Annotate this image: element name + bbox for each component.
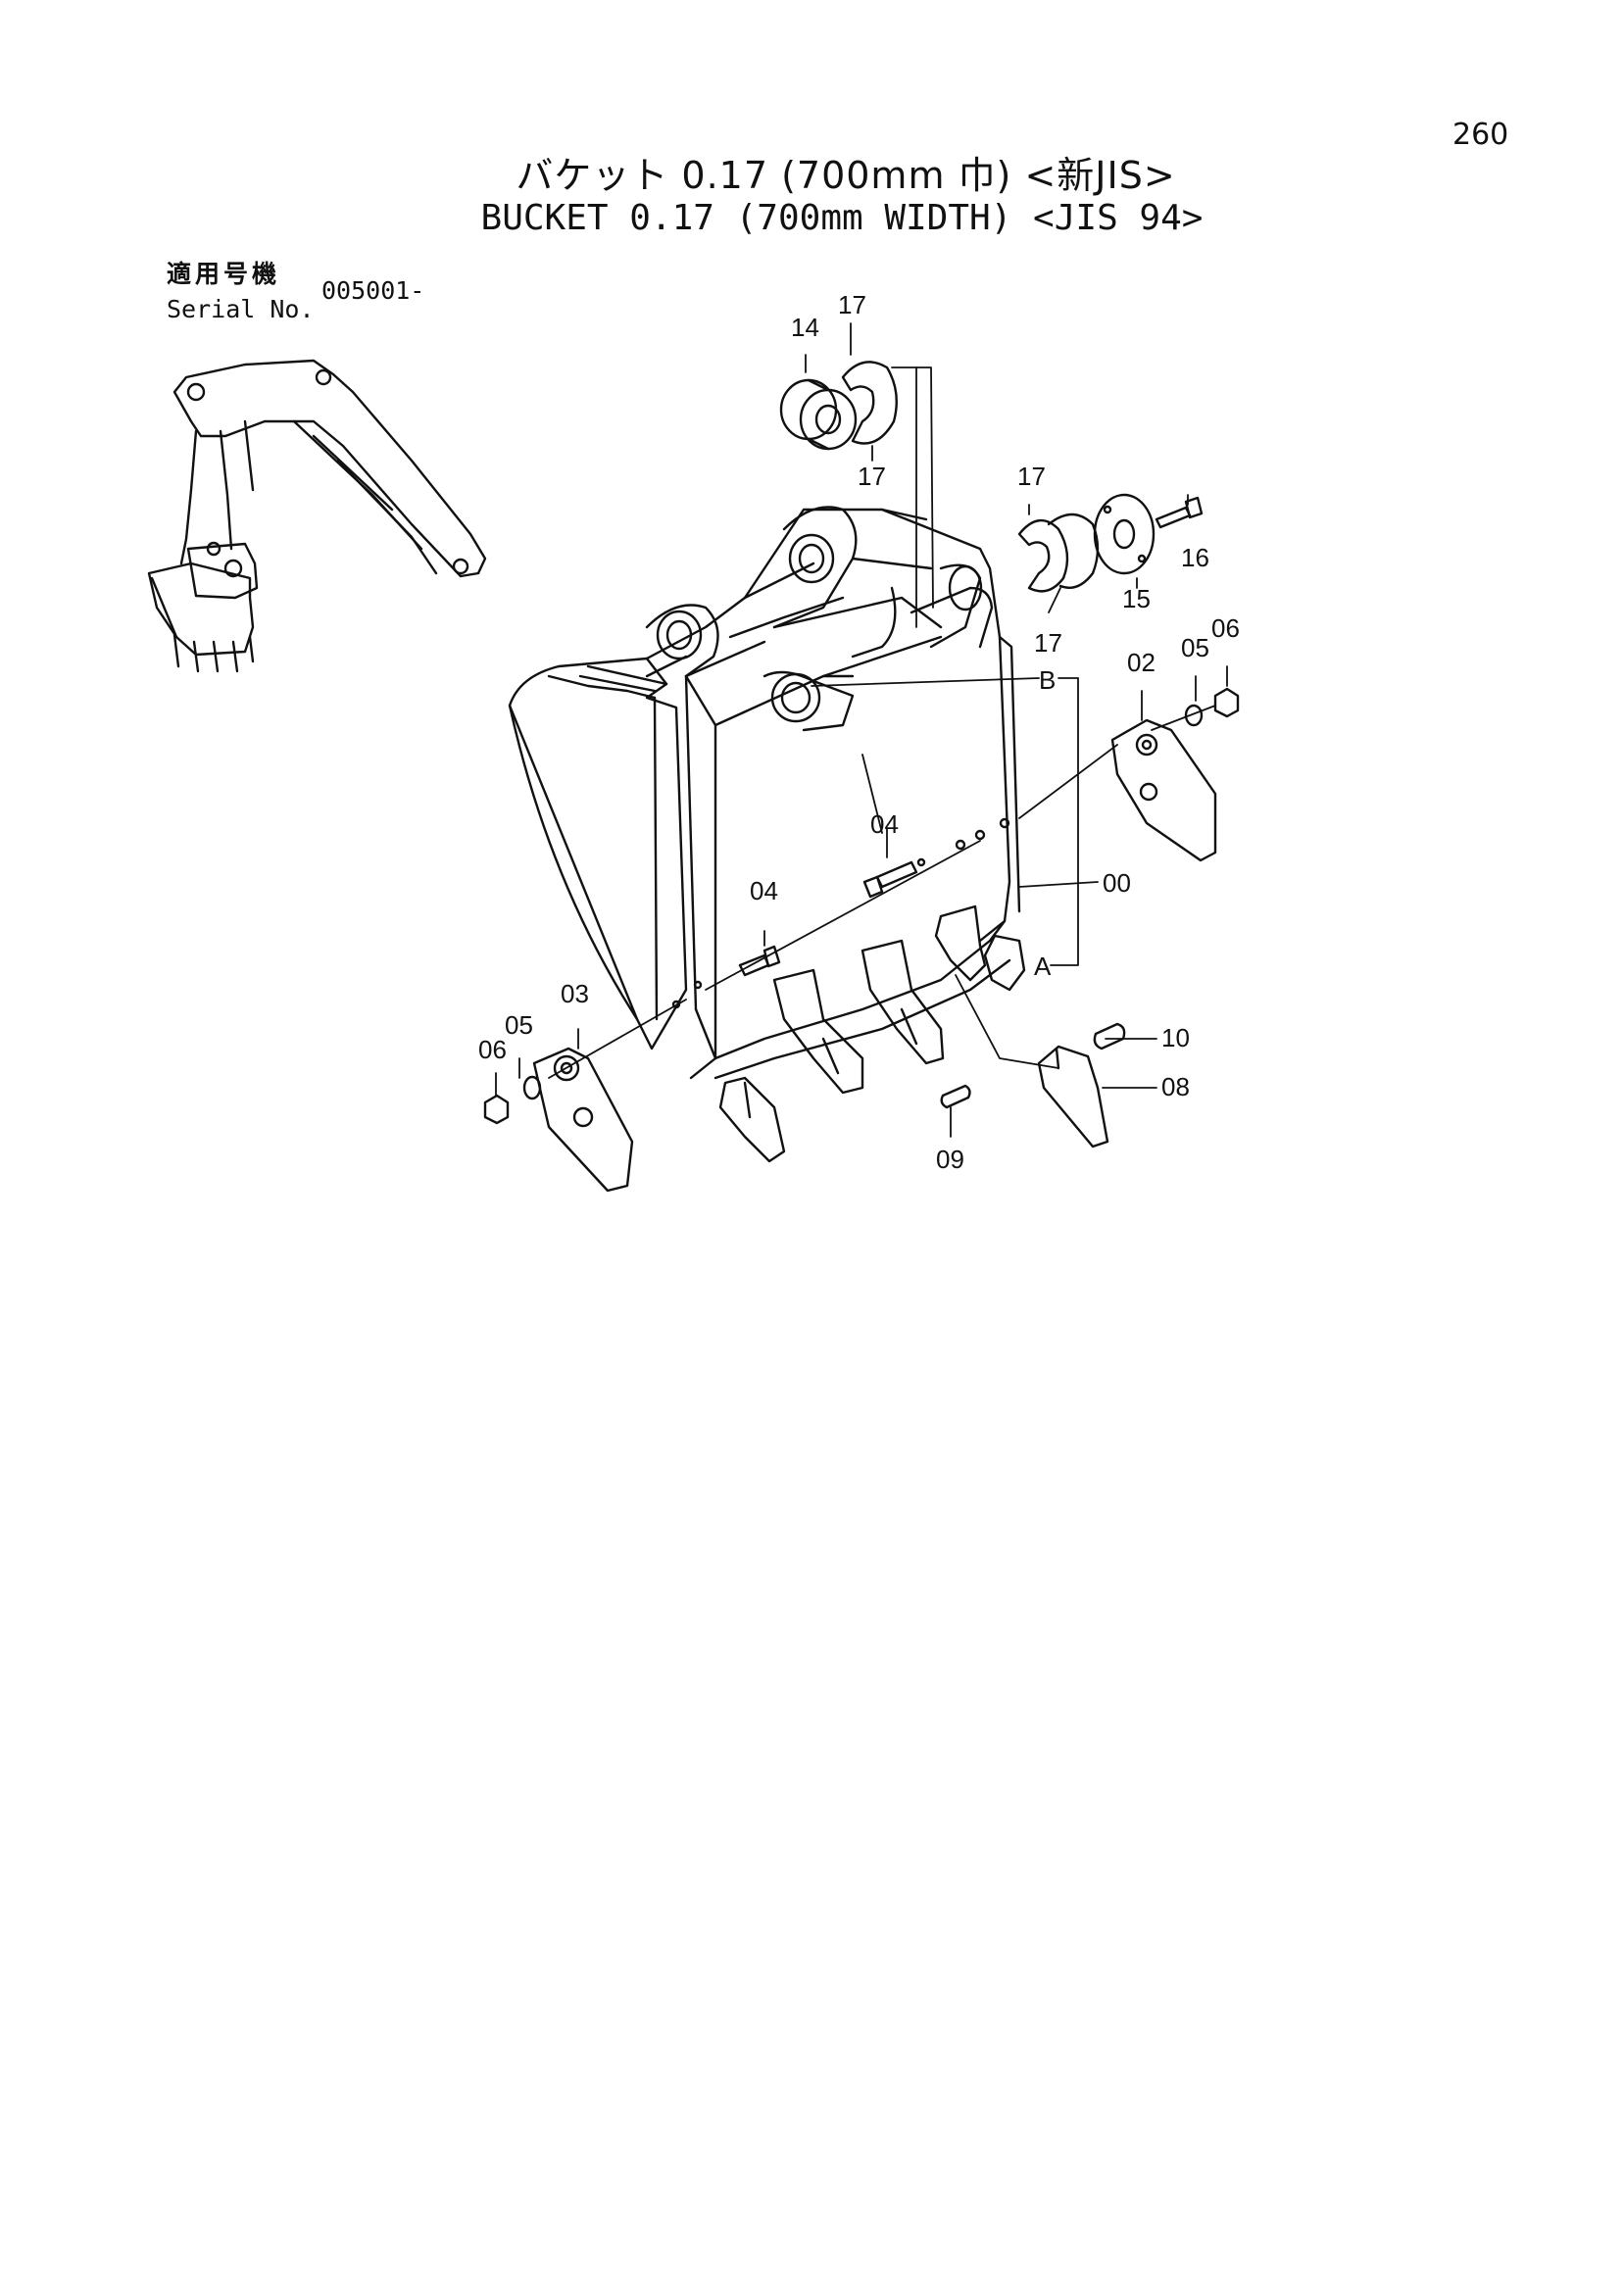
- leader-lines: [495, 322, 1228, 1138]
- callout-17-mid-upper: 17: [1017, 462, 1046, 491]
- bolt-16: [1155, 496, 1204, 529]
- callout-14: 14: [791, 313, 819, 342]
- bolt-04-left: [738, 945, 781, 977]
- excavator-arm-thumbnail: [147, 359, 487, 673]
- page-number: 260: [1452, 118, 1509, 152]
- bushing-14: [779, 378, 858, 451]
- side-cutter-03: [532, 1047, 634, 1193]
- pin-09: [940, 1084, 971, 1109]
- callout-15: 15: [1122, 584, 1151, 613]
- serial-block: 適用号機 Serial No.: [167, 257, 315, 327]
- callout-labels: 14 17 17 17 17 16 15 02 05 06 B 04 04 00…: [478, 290, 1240, 1174]
- callout-04-center: 04: [870, 809, 899, 839]
- nut-06-left: [483, 1094, 510, 1125]
- bucket-teeth: [718, 904, 1026, 1163]
- callout-17-top-lower: 17: [858, 462, 886, 491]
- washer-05-left: [522, 1075, 542, 1100]
- callout-06-left: 06: [478, 1035, 507, 1064]
- nut-06-right: [1213, 687, 1240, 718]
- serial-number-value: 005001-: [321, 276, 425, 305]
- callout-17-top: 17: [838, 290, 866, 319]
- plate-15: [1093, 493, 1156, 575]
- tooth-08: [1037, 1045, 1109, 1148]
- callout-B: B: [1039, 665, 1056, 695]
- callout-A: A: [1034, 952, 1052, 981]
- bucket-body: [508, 506, 1021, 1080]
- callout-04-left: 04: [750, 876, 778, 905]
- serial-label-japanese: 適用号機: [167, 260, 281, 288]
- callout-05-right: 05: [1181, 633, 1209, 662]
- callout-16: 16: [1181, 543, 1209, 572]
- callout-05-left: 05: [505, 1010, 533, 1040]
- pin-10: [1093, 1022, 1126, 1050]
- callout-09: 09: [936, 1145, 964, 1174]
- shim-17-top: [841, 361, 898, 445]
- callout-06-right: 06: [1211, 613, 1240, 643]
- callout-02: 02: [1127, 648, 1156, 677]
- washer-05-right: [1184, 704, 1204, 727]
- callout-10: 10: [1161, 1023, 1190, 1052]
- title-english: BUCKET 0.17 (700mm WIDTH) <JIS 94>: [480, 198, 1204, 238]
- callout-00: 00: [1103, 868, 1131, 898]
- title-japanese: バケット 0.17 (700mm 巾) <新JIS>: [516, 154, 1176, 197]
- serial-label-english: Serial No.: [167, 295, 315, 323]
- callout-17-mid-lower: 17: [1034, 628, 1062, 658]
- bolt-04-center: [862, 860, 918, 899]
- callout-08: 08: [1161, 1072, 1190, 1101]
- shim-17-mid: [1017, 513, 1100, 593]
- side-cutter-02: [1110, 718, 1217, 862]
- callout-03: 03: [561, 979, 589, 1008]
